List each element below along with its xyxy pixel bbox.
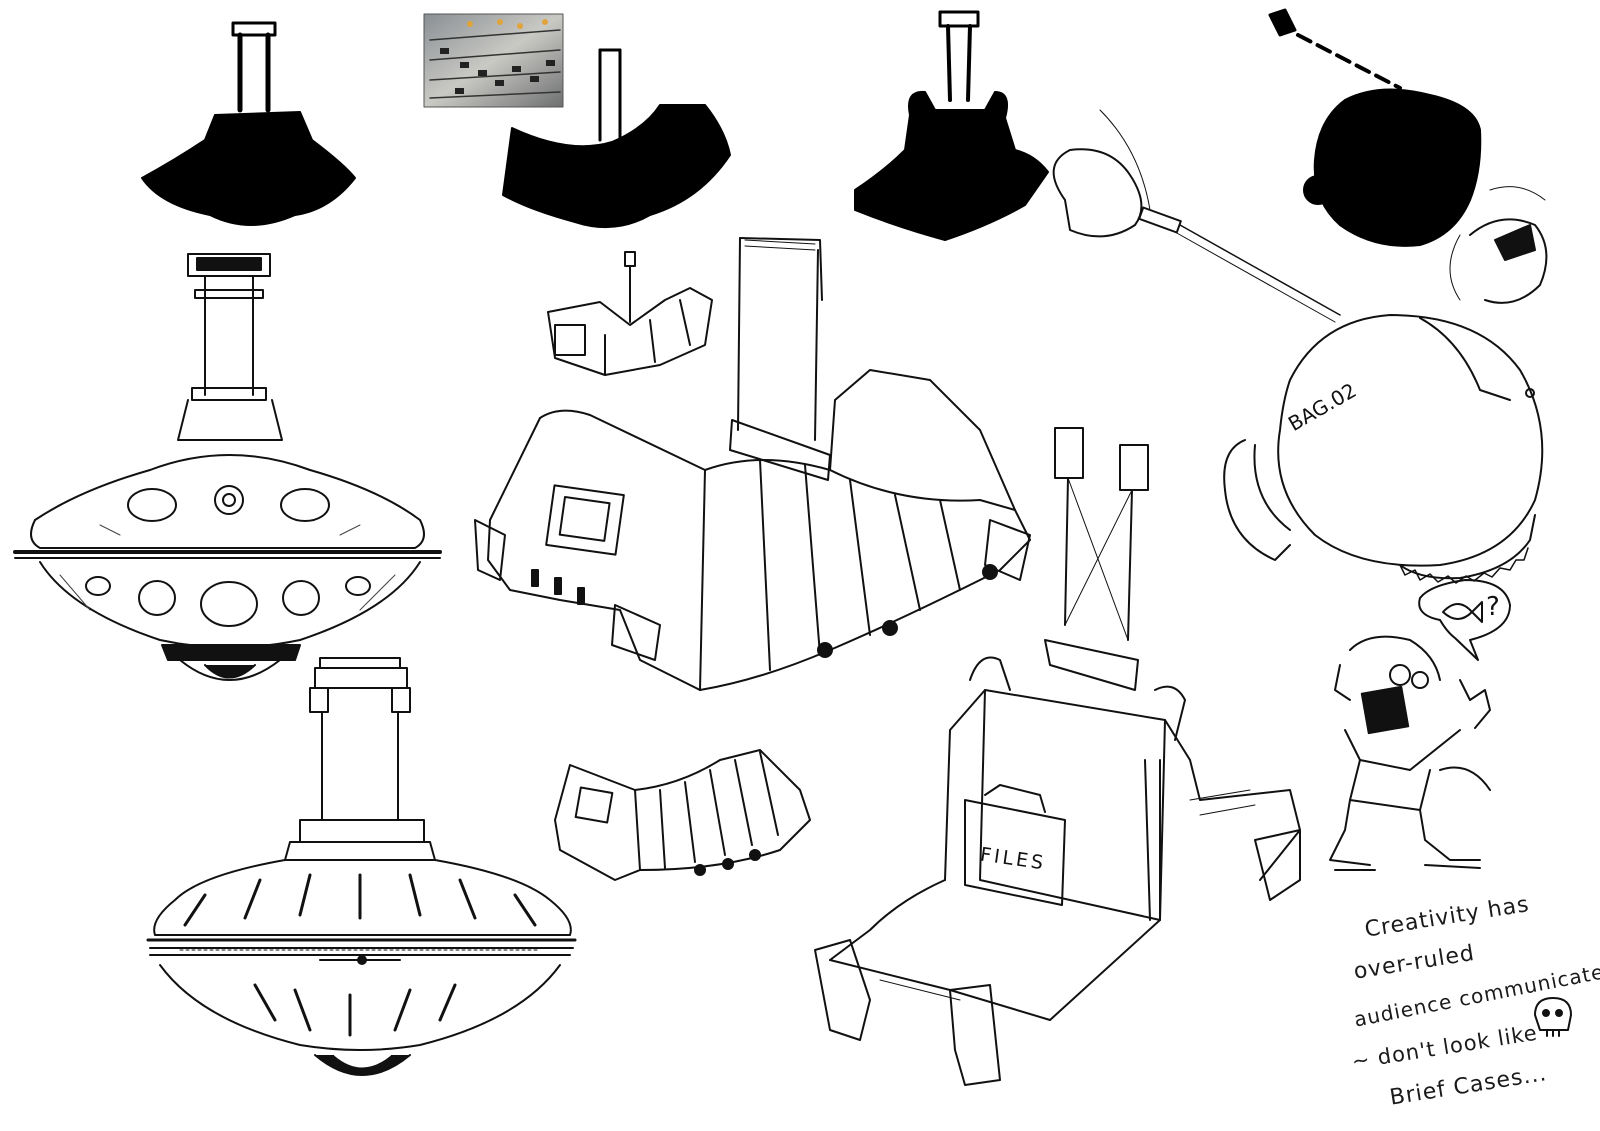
character-sketch: [1329, 635, 1491, 871]
speech-question-mark: ?: [1486, 592, 1500, 622]
speech-bubble: [1418, 579, 1511, 661]
large-arc-case-sketch: [474, 237, 1031, 691]
small-arc-case-sketch: [547, 251, 713, 376]
skull-icon: [1534, 997, 1572, 1037]
files-case-sketch: [814, 427, 1301, 1086]
fish-icon: [1442, 601, 1483, 623]
silhouette-arc-case: [502, 48, 731, 229]
saucer-case-sketch-bottom: [146, 657, 577, 1076]
silhouette-robot-bag: [1268, 8, 1482, 247]
small-arc-case-sketch-2: [554, 749, 811, 881]
silhouette-handled-case: [854, 10, 1049, 241]
mixing-console-photo: [423, 13, 564, 108]
silhouette-saucer: [141, 21, 356, 226]
saucer-case-sketch-top: [13, 253, 442, 681]
robot-bag-sketch: [1052, 109, 1548, 584]
